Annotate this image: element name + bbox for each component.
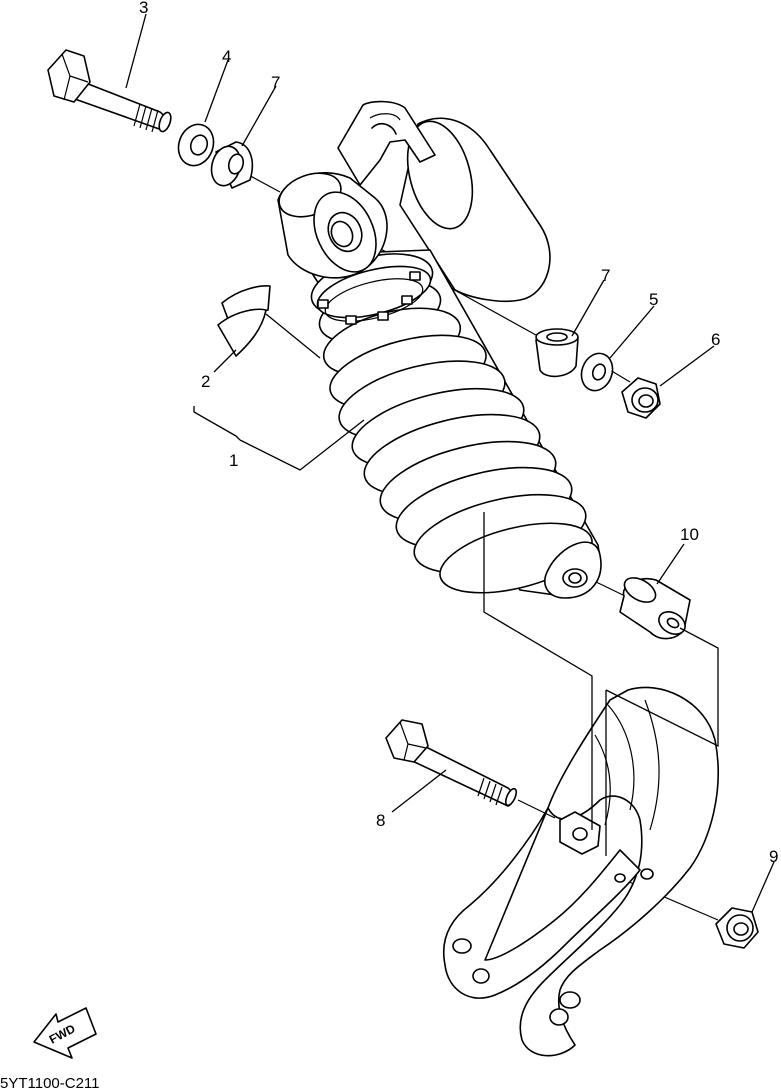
part-7-collar-right [535,328,579,378]
callout-1: 1 [229,451,238,470]
part-10-collar [619,577,691,640]
rear-shock-absorber [277,172,602,599]
drawing-code: 5YT1100-C211 [0,1075,100,1090]
part-7-collar-left [210,141,254,189]
callout-2: 2 [201,372,210,391]
callout-3: 3 [139,0,148,17]
part-9-nut [715,907,759,949]
part-3-bolt [47,49,172,133]
callout-leader-lines [125,13,775,913]
part-4-washer [177,123,215,167]
callout-5: 5 [649,290,658,309]
shock-reservoir [337,100,551,303]
part-6-nut [621,377,661,419]
forward-direction-arrow-icon: FWD [33,1007,97,1059]
part-5-washer [580,352,614,392]
callout-9: 9 [769,847,778,866]
callout-labels: 1 2 3 4 5 6 7 7 8 9 10 [139,0,778,866]
group-brackets [193,313,719,856]
callout-7-upper: 7 [271,73,280,92]
callout-7-right: 7 [601,266,610,285]
callout-10: 10 [680,525,699,544]
part-2-label [217,285,271,357]
part-8-bolt [385,719,518,807]
callout-8: 8 [376,811,385,830]
rear-arm-linkage [443,686,719,1057]
callout-6: 6 [711,330,720,349]
callout-4: 4 [222,47,231,66]
